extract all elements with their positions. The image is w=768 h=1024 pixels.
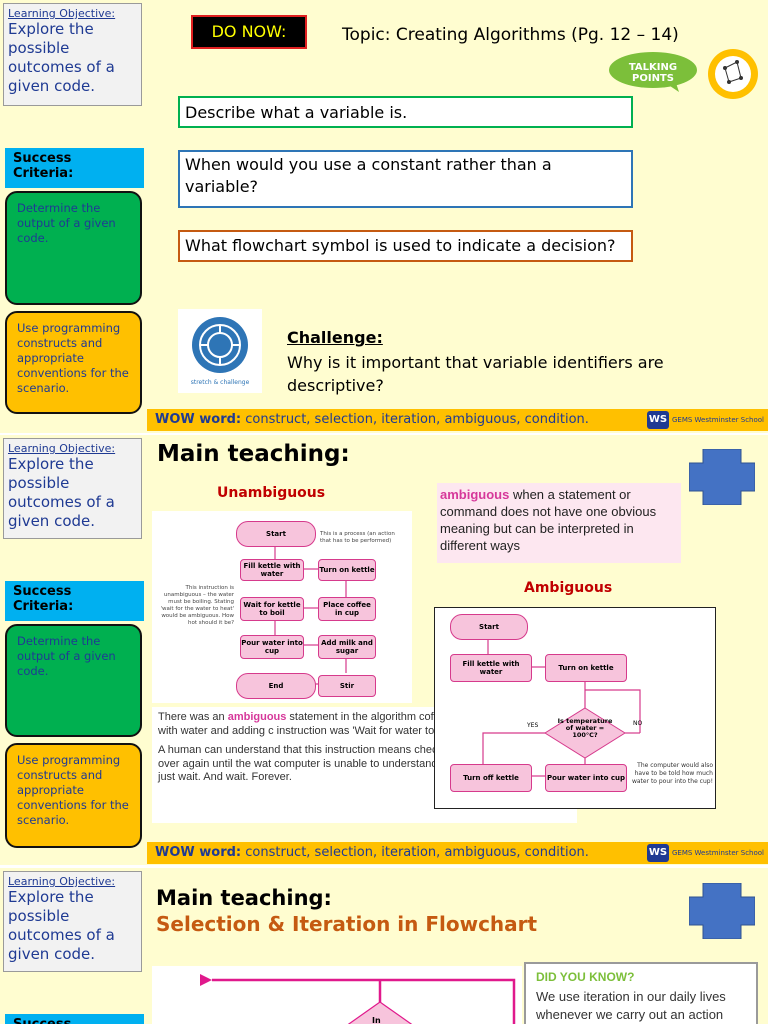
learning-objective-label: Learning Objective: bbox=[8, 875, 116, 888]
maze-icon bbox=[192, 317, 248, 373]
definition-box: ambiguous when a statement or command do… bbox=[437, 483, 681, 563]
wow-word-label: WOW word: bbox=[155, 845, 242, 860]
unambiguous-label: Unambiguous bbox=[217, 485, 326, 501]
network-icon bbox=[707, 48, 759, 100]
did-you-know-text: We use iteration in our daily lives when… bbox=[536, 989, 726, 1022]
flow-pour-water: Pour water into cup bbox=[545, 764, 627, 792]
flow-add-milk: Add milk and sugar bbox=[318, 635, 376, 659]
talking-points-label: TALKING POINTS bbox=[628, 62, 678, 84]
definition-word: ambiguous bbox=[440, 487, 510, 502]
learning-objective-box: Learning Objective: Explore the possible… bbox=[3, 3, 142, 106]
school-logo: WS GEMS Westminster School bbox=[646, 844, 764, 862]
main-teaching-title: Main teaching: bbox=[156, 886, 332, 910]
question-1: Describe what a variable is. bbox=[178, 96, 633, 128]
note-process: This is a process (an action that has to… bbox=[320, 531, 395, 544]
flow-fill-kettle: Fill kettle with water bbox=[450, 654, 532, 682]
wow-word-list: construct, selection, iteration, ambiguo… bbox=[241, 845, 589, 860]
flow-turn-on-kettle: Turn on kettle bbox=[545, 654, 627, 682]
question-3: What flowchart symbol is used to indicat… bbox=[178, 230, 633, 262]
question-2: When would you use a constant rather tha… bbox=[178, 150, 633, 208]
selection-iteration-subtitle: Selection & Iteration in Flowchart bbox=[156, 912, 538, 936]
flow-turn-off-kettle: Turn off kettle bbox=[450, 764, 532, 792]
slide-main-teaching-ambiguous: Learning Objective: Explore the possible… bbox=[0, 435, 768, 865]
topic-title: Topic: Creating Algorithms (Pg. 12 – 14) bbox=[342, 25, 679, 45]
wow-word-list: construct, selection, iteration, ambiguo… bbox=[241, 412, 589, 427]
school-logo: WS GEMS Westminster School bbox=[646, 411, 764, 429]
flow-note: The computer would also have to be told … bbox=[631, 762, 713, 785]
flow-wait-for-kettle: Wait for kettle to boil bbox=[240, 597, 304, 621]
school-name: GEMS Westminster School bbox=[671, 849, 764, 857]
did-you-know-box: DID YOU KNOW? We use iteration in our da… bbox=[524, 962, 758, 1024]
learning-objective-box: Learning Objective: Explore the possible… bbox=[3, 438, 142, 539]
challenge-text: Why is it important that variable identi… bbox=[287, 353, 664, 395]
school-name: GEMS Westminster School bbox=[671, 416, 764, 424]
flowchart-arrows-right bbox=[482, 640, 641, 777]
learning-objective-label: Learning Objective: bbox=[8, 7, 116, 20]
ambiguous-highlight: ambiguous bbox=[227, 711, 287, 723]
flow-stir: Stir bbox=[318, 675, 376, 697]
flow-end: End bbox=[236, 673, 316, 699]
flow-start: Start bbox=[236, 521, 316, 547]
stretch-challenge-label: stretch & challenge bbox=[190, 379, 250, 386]
learning-objective-text: Explore the possible outcomes of a given… bbox=[8, 20, 115, 95]
success-criteria-heading: Success Criteria: bbox=[5, 148, 144, 188]
partial-text-left: In bbox=[372, 1016, 381, 1024]
flow-decision: Is temperature of water = 100°C? bbox=[557, 717, 613, 739]
success-criteria-heading: Success Criteria: bbox=[5, 581, 144, 621]
school-logo-mark: WS bbox=[646, 411, 669, 429]
stretch-challenge-image: stretch & challenge bbox=[178, 309, 262, 393]
wow-word-label: WOW word: bbox=[155, 412, 242, 427]
success-criteria-green: Determine the output of a given code. bbox=[5, 191, 142, 305]
learning-objective-label: Learning Objective: bbox=[8, 442, 116, 455]
flow-turn-on-kettle: Turn on kettle bbox=[318, 559, 376, 581]
ambiguous-flowchart: Start Fill kettle with water Turn on ket… bbox=[434, 607, 716, 809]
school-logo-mark: WS bbox=[646, 844, 669, 862]
unambiguous-flowchart: Start Fill kettle with water Turn on ket… bbox=[152, 511, 412, 703]
learning-objective-text: Explore the possible outcomes of a given… bbox=[8, 455, 115, 530]
success-criteria-heading: Success Criteria: bbox=[5, 1014, 144, 1024]
plus-shape-icon bbox=[689, 883, 755, 939]
note-unambiguous: This instruction is unambiguous – the wa… bbox=[160, 585, 235, 626]
flow-place-coffee: Place coffee in cup bbox=[318, 597, 376, 621]
success-criteria-green: Determine the output of a given code. bbox=[5, 624, 142, 737]
slide-selection-iteration: Learning Objective: Explore the possible… bbox=[0, 868, 768, 1024]
success-criteria-yellow: Use programming constructs and appropria… bbox=[5, 743, 142, 848]
learning-objective-text: Explore the possible outcomes of a given… bbox=[8, 888, 115, 963]
did-you-know-title: DID YOU KNOW? bbox=[536, 970, 635, 984]
do-now-label: DO NOW: bbox=[191, 15, 307, 49]
slide-do-now: Learning Objective: Explore the possible… bbox=[0, 0, 768, 433]
flow-start: Start bbox=[450, 614, 528, 640]
wow-word-bar: WOW word: construct, selection, iteratio… bbox=[147, 409, 768, 431]
flow-no: NO bbox=[633, 720, 643, 727]
flow-fill-kettle: Fill kettle with water bbox=[240, 559, 304, 581]
flowchart-preview: In bbox=[152, 966, 522, 1024]
flow-yes: YES bbox=[527, 722, 539, 729]
learning-objective-box: Learning Objective: Explore the possible… bbox=[3, 871, 142, 972]
flow-pour-water: Pour water into cup bbox=[240, 635, 304, 659]
ambiguous-label: Ambiguous bbox=[524, 580, 613, 596]
main-teaching-title: Main teaching: bbox=[157, 441, 350, 467]
talking-points-icon: TALKING POINTS bbox=[607, 48, 699, 92]
wow-word-bar: WOW word: construct, selection, iteratio… bbox=[147, 842, 768, 864]
success-criteria-yellow: Use programming constructs and appropria… bbox=[5, 311, 142, 414]
plus-shape-icon bbox=[689, 449, 755, 505]
challenge-title: Challenge: bbox=[287, 328, 383, 347]
definition-text: when a statement or command does not hav… bbox=[440, 487, 657, 553]
flowchart-preview-arrows bbox=[200, 974, 516, 1024]
